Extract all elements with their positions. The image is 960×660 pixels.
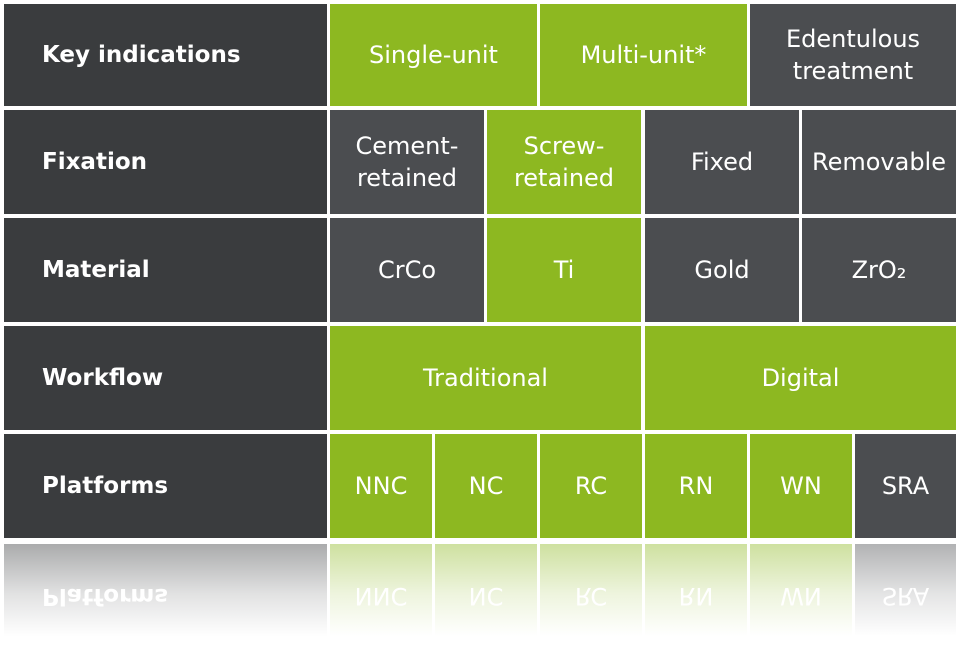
- row-header-platforms: Platforms: [4, 434, 327, 538]
- cell-cement-retained: Cement-retained: [330, 110, 484, 214]
- cell-rc: RC: [540, 434, 642, 538]
- cell-nc: NC: [435, 434, 537, 538]
- cell-crco: CrCo: [330, 218, 484, 322]
- cell-gold: Gold: [645, 218, 799, 322]
- cell-multi-unit: Multi-unit*: [540, 4, 747, 106]
- cell-zro2: ZrO₂: [802, 218, 956, 322]
- cell-removable: Removable: [802, 110, 956, 214]
- cell-ti: Ti: [487, 218, 641, 322]
- cell-screw-retained: Screw-retained: [487, 110, 641, 214]
- cell-edentulous-treatment: Edentulous treatment: [750, 4, 956, 106]
- row-header-fixation: Fixation: [4, 110, 327, 214]
- cell-single-unit: Single-unit: [330, 4, 537, 106]
- cell-digital: Digital: [645, 326, 956, 430]
- cell-rn: RN: [645, 434, 747, 538]
- row-header-key-indications: Key indications: [4, 4, 327, 106]
- row-header-material: Material: [4, 218, 327, 322]
- cell-sra: SRA: [855, 434, 956, 538]
- reflection-fade: [0, 540, 960, 660]
- cell-wn: WN: [750, 434, 852, 538]
- cell-traditional: Traditional: [330, 326, 641, 430]
- platforms-reflection: Platforms NNC NC RC RN WN SRA: [0, 540, 960, 660]
- cell-fixed: Fixed: [645, 110, 799, 214]
- row-header-workflow: Workflow: [4, 326, 327, 430]
- cell-nnc: NNC: [330, 434, 432, 538]
